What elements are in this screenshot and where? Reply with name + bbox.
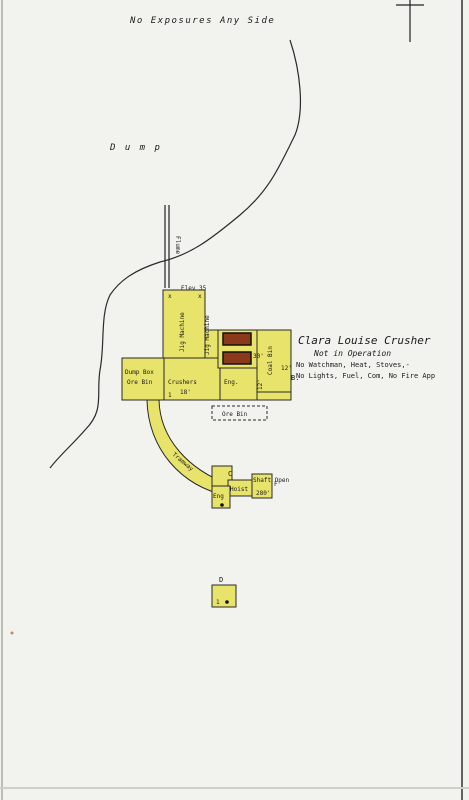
ore-bin-left-label: Ore Bin bbox=[127, 379, 153, 386]
letter-b-label: B. bbox=[291, 374, 299, 382]
stray-mark bbox=[10, 631, 14, 635]
coal-bin-label: Coal Bin bbox=[267, 346, 274, 375]
letter-d-label: D bbox=[219, 576, 223, 584]
crushers-label: Crushers bbox=[168, 379, 197, 386]
engine-main-label: Eng. bbox=[224, 379, 238, 386]
low-wing-right bbox=[256, 391, 292, 401]
building-d-dot-icon bbox=[225, 600, 229, 604]
ore-bin-lower-label: Ore Bin bbox=[222, 411, 248, 418]
building-d bbox=[211, 584, 237, 608]
engine-small-label: Eng bbox=[213, 493, 224, 500]
flume-label: Flume bbox=[174, 236, 181, 254]
dump-label: D u m p bbox=[109, 143, 162, 153]
north-arrow-icon bbox=[396, 0, 424, 42]
wall-height-label: 12' bbox=[257, 379, 264, 390]
letter-f-label: F bbox=[274, 481, 278, 488]
ore-bin-lower-outline bbox=[211, 405, 268, 421]
hoist-label: Hoist bbox=[230, 486, 248, 493]
dump-boundary-line bbox=[49, 39, 302, 469]
boiler-icon bbox=[222, 332, 252, 346]
shaft-dim-label: 280' bbox=[256, 490, 270, 497]
boiler-icon-2 bbox=[222, 351, 252, 365]
title-note-line1: No Watchman, Heat, Stoves,- bbox=[296, 361, 410, 369]
title-status: Not in Operation bbox=[313, 349, 391, 358]
jig-machine-right-label: Jig Machine bbox=[204, 315, 211, 355]
shaft-house-building bbox=[251, 473, 273, 499]
boiler-dim-label: 30' bbox=[253, 353, 264, 360]
jig-machine-left-building bbox=[162, 289, 206, 359]
num-1-label: 1 bbox=[168, 392, 172, 399]
shaft-complex: C Hoist Eng Shaft Open 280' F bbox=[211, 465, 290, 509]
header-note: No Exposures Any Side bbox=[129, 16, 275, 26]
flume bbox=[164, 205, 170, 288]
shaft-house-label: Shaft Open bbox=[253, 477, 290, 484]
crusher-complex: x x Jig Machine Jig Machine Dump Box Ore… bbox=[121, 289, 299, 401]
title-name: Clara Louise Crusher bbox=[298, 334, 431, 347]
dump-box-label: Dump Box bbox=[125, 369, 154, 376]
num-1b-label: 1 bbox=[216, 599, 220, 606]
crushers-height-label: 18' bbox=[180, 389, 191, 396]
engine-small-building bbox=[211, 485, 231, 509]
wall-height-right-label: 12' bbox=[281, 365, 292, 372]
letter-c-label: C bbox=[228, 470, 232, 478]
mark-x-right: x bbox=[198, 293, 202, 300]
mark-x-top: x bbox=[168, 293, 172, 300]
title-note-line2: No Lights, Fuel, Com, No Fire App bbox=[296, 372, 435, 380]
jig-machine-left-label: Jig Machine bbox=[179, 312, 186, 352]
hoist-dot-icon bbox=[220, 503, 224, 507]
elevator-label: Elev 35 bbox=[181, 285, 207, 292]
coal-bin-building bbox=[256, 329, 292, 393]
